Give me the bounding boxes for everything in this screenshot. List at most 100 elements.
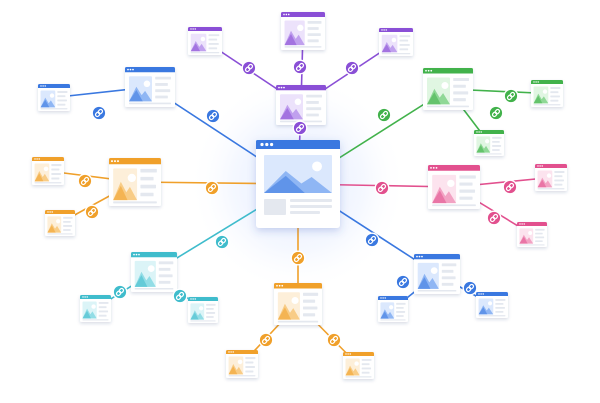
chain-link-icon-blue-upper-left-hub-page[interactable] — [205, 108, 221, 124]
teal-hub-page[interactable] — [131, 252, 177, 292]
orange-page-bottom-left-title-bar — [226, 350, 258, 354]
blue-page-lower-right[interactable] — [476, 292, 508, 318]
orange-left-hub-page-title-bar — [109, 158, 161, 165]
orange-page-lower-left-image-icon — [47, 216, 62, 233]
chain-link-icon-purple-page-top-right[interactable] — [344, 60, 360, 76]
chain-link-icon-blue-page-lower-right[interactable] — [462, 280, 478, 296]
green-page-right[interactable] — [531, 80, 563, 107]
blue-page-lower-left-image-icon — [380, 302, 395, 319]
green-page-below[interactable] — [474, 130, 504, 156]
chain-link-icon-blue-page-lower-left[interactable] — [395, 274, 411, 290]
green-page-below-title-bar — [474, 130, 504, 134]
chain-link-icon-green-hub-page[interactable] — [376, 107, 392, 123]
teal-page-left[interactable] — [80, 295, 111, 322]
orange-page-upper-left-image-icon — [34, 163, 50, 182]
chain-link-icon-orange-page-bottom-right[interactable] — [326, 332, 342, 348]
central-webpage[interactable] — [256, 140, 340, 228]
chain-link-icon-green-page-right[interactable] — [503, 88, 519, 104]
chain-link-icon-blue-page-far-left[interactable] — [91, 105, 107, 121]
chain-link-icon-purple-page-top-left[interactable] — [241, 60, 257, 76]
purple-page-top-right-image-icon — [381, 34, 398, 53]
blue-page-lower-right-title-bar — [476, 292, 508, 296]
purple-page-top-right[interactable] — [379, 28, 413, 56]
chain-link-icon-purple-hub-page[interactable] — [292, 120, 308, 136]
chain-link-icon-green-page-below[interactable] — [488, 105, 504, 121]
pink-page-lower[interactable] — [517, 222, 547, 247]
teal-hub-page-title-bar — [131, 252, 177, 258]
link-badges — [77, 59, 519, 348]
purple-page-top-left-title-bar — [188, 27, 222, 31]
chain-link-icon-teal-page-left[interactable] — [112, 284, 128, 300]
chain-link-icon-orange-page-bottom-left[interactable] — [258, 332, 274, 348]
blue-upper-left-hub-page-title-bar — [125, 67, 175, 73]
central-webpage-image-icon — [264, 155, 332, 193]
green-hub-page-title-bar — [423, 68, 473, 74]
teal-page-left-title-bar — [80, 295, 111, 299]
pink-page-upper-title-bar — [535, 164, 567, 168]
orange-bottom-hub-page-image-icon — [277, 292, 300, 320]
chain-link-icon-orange-bottom-hub-page[interactable] — [290, 250, 306, 266]
chain-link-icon-orange-page-lower-left[interactable] — [84, 204, 100, 220]
blue-page-far-left[interactable] — [38, 84, 70, 111]
orange-page-bottom-right-image-icon — [345, 358, 360, 376]
purple-hub-page-title-bar — [276, 85, 326, 91]
blue-lower-right-hub-page[interactable] — [414, 254, 460, 294]
pink-page-upper-image-icon — [537, 170, 553, 188]
green-hub-page-image-icon — [427, 77, 450, 105]
chain-link-icon-blue-lower-right-hub-page[interactable] — [364, 232, 380, 248]
purple-page-top[interactable] — [281, 12, 325, 50]
pink-hub-page-image-icon — [432, 174, 457, 204]
central-webpage-title-bar — [256, 140, 340, 149]
purple-page-top-left-image-icon — [190, 33, 207, 52]
orange-page-upper-left-title-bar — [32, 157, 64, 161]
blue-page-lower-left-title-bar — [378, 296, 408, 300]
purple-page-top-image-icon — [284, 20, 305, 46]
chain-link-icon-purple-page-top[interactable] — [292, 59, 308, 75]
orange-page-lower-left-title-bar — [45, 210, 75, 214]
blue-upper-left-hub-page[interactable] — [125, 67, 175, 107]
orange-page-bottom-right-title-bar — [343, 352, 374, 356]
green-page-right-image-icon — [533, 86, 549, 104]
chain-link-icon-teal-page-right[interactable] — [172, 288, 188, 304]
pink-hub-page[interactable] — [428, 165, 480, 209]
orange-left-hub-page-image-icon — [113, 168, 138, 201]
webpages — [32, 12, 567, 379]
chain-link-icon-pink-page-lower[interactable] — [486, 210, 502, 226]
orange-bottom-hub-page[interactable] — [274, 283, 322, 325]
orange-left-hub-page[interactable] — [109, 158, 161, 206]
orange-page-bottom-right[interactable] — [343, 352, 374, 379]
teal-hub-page-image-icon — [134, 260, 156, 287]
purple-page-top-left[interactable] — [188, 27, 222, 55]
pink-page-upper[interactable] — [535, 164, 567, 191]
chain-link-icon-teal-hub-page[interactable] — [214, 234, 230, 250]
pink-page-lower-title-bar — [517, 222, 547, 226]
green-hub-page[interactable] — [423, 68, 473, 110]
chain-link-icon-orange-left-hub-page[interactable] — [204, 180, 220, 196]
orange-page-bottom-left-image-icon — [228, 356, 244, 375]
orange-page-lower-left[interactable] — [45, 210, 75, 236]
purple-hub-page[interactable] — [276, 85, 326, 125]
teal-page-right-image-icon — [190, 303, 205, 320]
chain-link-icon-pink-hub-page[interactable] — [374, 180, 390, 196]
blue-page-lower-left[interactable] — [378, 296, 408, 322]
orange-page-upper-left[interactable] — [32, 157, 64, 185]
purple-page-top-right-title-bar — [379, 28, 413, 32]
purple-page-top-title-bar — [281, 12, 325, 17]
chain-link-icon-pink-page-upper[interactable] — [502, 179, 518, 195]
blue-lower-right-hub-page-image-icon — [417, 262, 439, 289]
teal-page-right-title-bar — [188, 297, 218, 301]
purple-hub-page-image-icon — [280, 94, 303, 120]
blue-page-far-left-title-bar — [38, 84, 70, 88]
teal-page-right[interactable] — [188, 297, 218, 323]
green-page-below-image-icon — [476, 136, 491, 153]
green-page-right-title-bar — [531, 80, 563, 84]
chain-link-icon-orange-page-upper-left[interactable] — [77, 173, 93, 189]
pink-hub-page-title-bar — [428, 165, 480, 171]
blue-page-far-left-image-icon — [40, 90, 56, 108]
pink-page-lower-image-icon — [519, 228, 534, 244]
blue-lower-right-hub-page-title-bar — [414, 254, 460, 260]
orange-page-bottom-left[interactable] — [226, 350, 258, 378]
teal-page-left-image-icon — [82, 301, 97, 319]
blue-page-lower-right-image-icon — [478, 298, 494, 315]
